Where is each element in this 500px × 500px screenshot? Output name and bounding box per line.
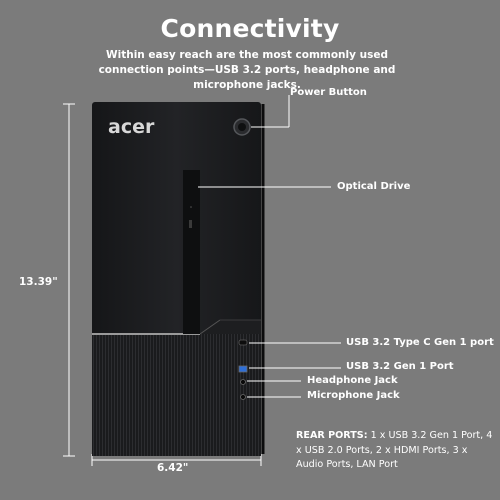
- headphone-jack: [240, 379, 246, 385]
- callout-usb-gen1: USB 3.2 Gen 1 Port: [346, 361, 454, 372]
- callout-usb-type-c: USB 3.2 Type C Gen 1 port: [346, 337, 494, 348]
- usb-c-port: [238, 339, 248, 346]
- width-dimension-label: 6.42": [157, 462, 189, 474]
- page-subtitle: Within easy reach are the most commonly …: [98, 49, 396, 91]
- callout-headphone-jack: Headphone Jack: [307, 375, 398, 386]
- optical-drive-eject: [189, 220, 192, 228]
- optical-drive-indicator: [190, 206, 192, 208]
- microphone-jack: [240, 394, 246, 400]
- usb-a-port: [238, 365, 248, 373]
- callout-optical-drive: Optical Drive: [337, 181, 411, 192]
- power-icon: [238, 123, 246, 131]
- height-dimension-label: 13.39": [19, 276, 58, 288]
- page-title: Connectivity: [160, 14, 340, 43]
- acer-logo: acer: [108, 116, 155, 138]
- callout-power-button: Power Button: [290, 87, 367, 98]
- ribbed-lower-panel: [92, 334, 261, 456]
- rear-ports-label: REAR PORTS:: [296, 430, 368, 441]
- optical-drive-bay: [183, 170, 200, 334]
- rear-ports-description: REAR PORTS: 1 x USB 3.2 Gen 1 Port, 4 x …: [296, 429, 496, 473]
- rear-ports-text: 1 x USB 3.2 Gen 1 Port, 4 x USB 2.0 Port…: [296, 430, 493, 470]
- callout-microphone-jack: Microphone Jack: [307, 390, 400, 401]
